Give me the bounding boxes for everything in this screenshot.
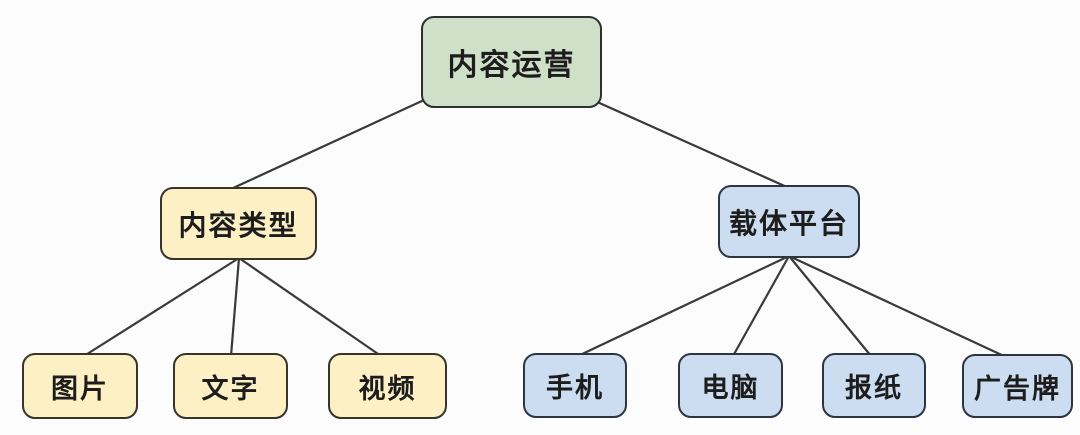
- node-newspaper: 报纸: [822, 353, 926, 418]
- node-video-label: 视频: [358, 373, 417, 404]
- edge-platform-to-computer: [732, 255, 790, 357]
- edge-type-to-video: [238, 257, 382, 357]
- node-text: 文字: [173, 353, 288, 419]
- node-phone-label: 手机: [546, 373, 604, 403]
- node-video: 视频: [328, 353, 447, 419]
- node-phone: 手机: [523, 353, 627, 418]
- node-carrier-platform: 载体平台: [718, 185, 860, 258]
- node-carrier-platform-label: 载体平台: [728, 207, 849, 239]
- edge-platform-to-phone: [577, 255, 790, 357]
- edge-root-to-content-type: [230, 99, 425, 190]
- node-content-type-label: 内容类型: [178, 209, 299, 241]
- node-computer: 电脑: [678, 353, 783, 418]
- edge-platform-to-billboard: [788, 255, 1007, 358]
- edge-root-to-carrier-platform: [594, 99, 790, 190]
- node-billboard-label: 广告牌: [974, 373, 1061, 404]
- node-image-label: 图片: [51, 373, 109, 404]
- edge-platform-to-newspaper: [788, 255, 872, 357]
- node-text-label: 文字: [201, 373, 260, 404]
- node-image: 图片: [22, 353, 138, 419]
- node-content-operations: 内容运营: [421, 16, 602, 108]
- node-computer-label: 电脑: [701, 373, 760, 403]
- node-content-type: 内容类型: [160, 187, 317, 260]
- node-billboard: 广告牌: [962, 354, 1073, 418]
- node-content-operations-label: 内容运营: [447, 49, 576, 82]
- node-newspaper-label: 报纸: [845, 373, 903, 403]
- edge-type-to-image: [83, 257, 240, 357]
- edge-type-to-text: [229, 257, 241, 357]
